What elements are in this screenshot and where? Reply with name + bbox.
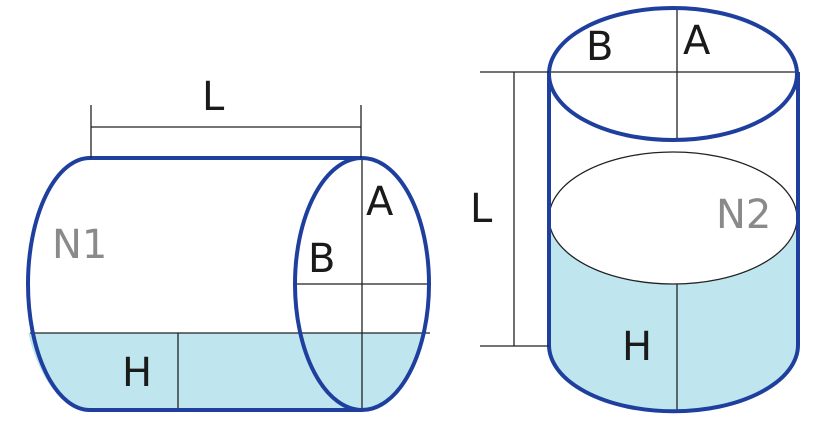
vertical-tank: L B A N2 H xyxy=(470,6,800,414)
vertical-tank-length-label: L xyxy=(470,186,493,232)
horizontal-tank-h-label: H xyxy=(122,350,152,396)
horizontal-tank-body-outline xyxy=(26,156,362,412)
horizontal-tank-liquid xyxy=(23,333,429,410)
vertical-tank-top-cap xyxy=(547,6,799,142)
horizontal-tank-end-cap xyxy=(293,156,431,412)
vertical-tank-body-outline xyxy=(547,72,800,414)
horizontal-tank-b-label: B xyxy=(308,236,335,282)
vertical-tank-b-label: B xyxy=(586,24,613,70)
vertical-tank-h-label: H xyxy=(622,324,652,370)
vertical-tank-a-label: A xyxy=(683,18,711,64)
horizontal-tank-name-label: N1 xyxy=(52,222,107,268)
horizontal-tank-a-label: A xyxy=(366,179,394,225)
vertical-tank-name-label: N2 xyxy=(716,192,771,238)
vertical-tank-liquid xyxy=(549,218,798,412)
horizontal-tank: L N1 A B H xyxy=(23,74,431,412)
horizontal-tank-length-label: L xyxy=(202,74,225,120)
